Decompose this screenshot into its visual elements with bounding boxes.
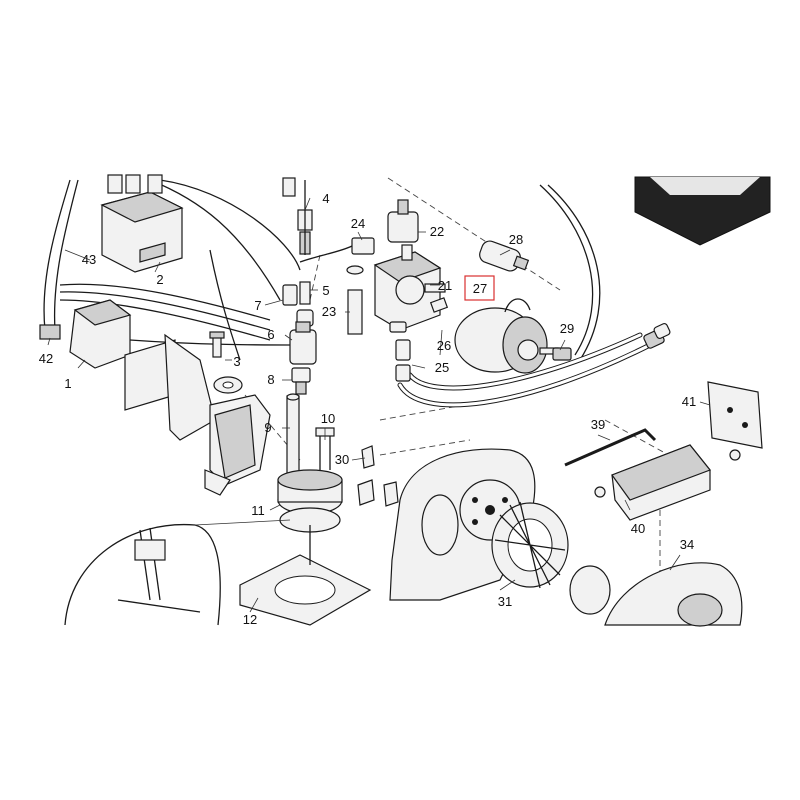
bracket-40 [594, 444, 741, 521]
label-30: 30 [335, 452, 349, 467]
tube-9 [286, 393, 300, 477]
control-box-part [100, 174, 184, 273]
clips-30 [357, 445, 399, 507]
filter-23 [346, 265, 364, 335]
label-10: 10 [321, 411, 335, 426]
label-40: 40 [631, 521, 645, 536]
electrode-holder-6 [289, 321, 317, 365]
label-22: 22 [430, 224, 444, 239]
label-34: 34 [680, 537, 694, 552]
label-3: 3 [233, 354, 240, 369]
label-23: 23 [322, 304, 336, 319]
sensor-29 [552, 347, 572, 361]
label-6: 6 [267, 327, 274, 342]
mounting-plate-12 [239, 525, 372, 626]
nozzle-parts-5 [296, 281, 314, 327]
ignition-transformer-part [39, 299, 132, 369]
photocell-4 [282, 177, 313, 255]
label-7: 7 [254, 298, 261, 313]
label-2: 2 [156, 272, 163, 287]
label-29: 29 [560, 321, 574, 336]
highlight-box-27 [464, 275, 495, 301]
nozzle-8 [291, 367, 311, 395]
label-25: 25 [435, 360, 449, 375]
sensor-cable [539, 184, 594, 356]
label-28: 28 [509, 232, 523, 247]
coupling-26 [429, 297, 449, 313]
fan-wheel-31 [491, 501, 569, 589]
gasket-flange-part [213, 376, 243, 394]
detail-callout-circle [64, 519, 291, 626]
combustion-head-11 [277, 469, 343, 533]
label-27: 27 [473, 281, 487, 296]
capacitor-28 [479, 240, 530, 272]
rod-39 [564, 428, 657, 467]
label-42: 42 [39, 351, 53, 366]
label-1: 1 [64, 376, 71, 391]
filter-mesh-part [634, 176, 771, 246]
label-4: 4 [322, 191, 329, 206]
solenoid-coil-22 [387, 199, 419, 243]
label-9: 9 [264, 420, 271, 435]
leader-lines [47, 197, 711, 613]
bracket-part [124, 333, 216, 441]
oil-pump-21 [373, 244, 446, 331]
hose-connector [643, 322, 671, 349]
label-43: 43 [82, 252, 96, 267]
label-41: 41 [682, 394, 696, 409]
label-8: 8 [267, 372, 274, 387]
label-21: 21 [438, 278, 452, 293]
blast-tube-bracket [204, 394, 271, 496]
screw-3 [209, 331, 225, 358]
motor-27 [454, 298, 559, 374]
connector-7 [282, 284, 298, 306]
label-24: 24 [351, 216, 365, 231]
connector-plug-24 [299, 237, 375, 263]
label-12: 12 [243, 612, 257, 627]
label-31: 31 [498, 594, 512, 609]
label-5: 5 [322, 283, 329, 298]
air-inlet-cover-34 [569, 562, 743, 627]
label-11: 11 [251, 503, 265, 518]
cable-bundle-43 [43, 179, 301, 361]
label-39: 39 [591, 417, 605, 432]
plate-41 [707, 381, 763, 449]
fittings-25 [389, 321, 411, 382]
label-26: 26 [437, 338, 451, 353]
oil-hoses [397, 332, 653, 408]
